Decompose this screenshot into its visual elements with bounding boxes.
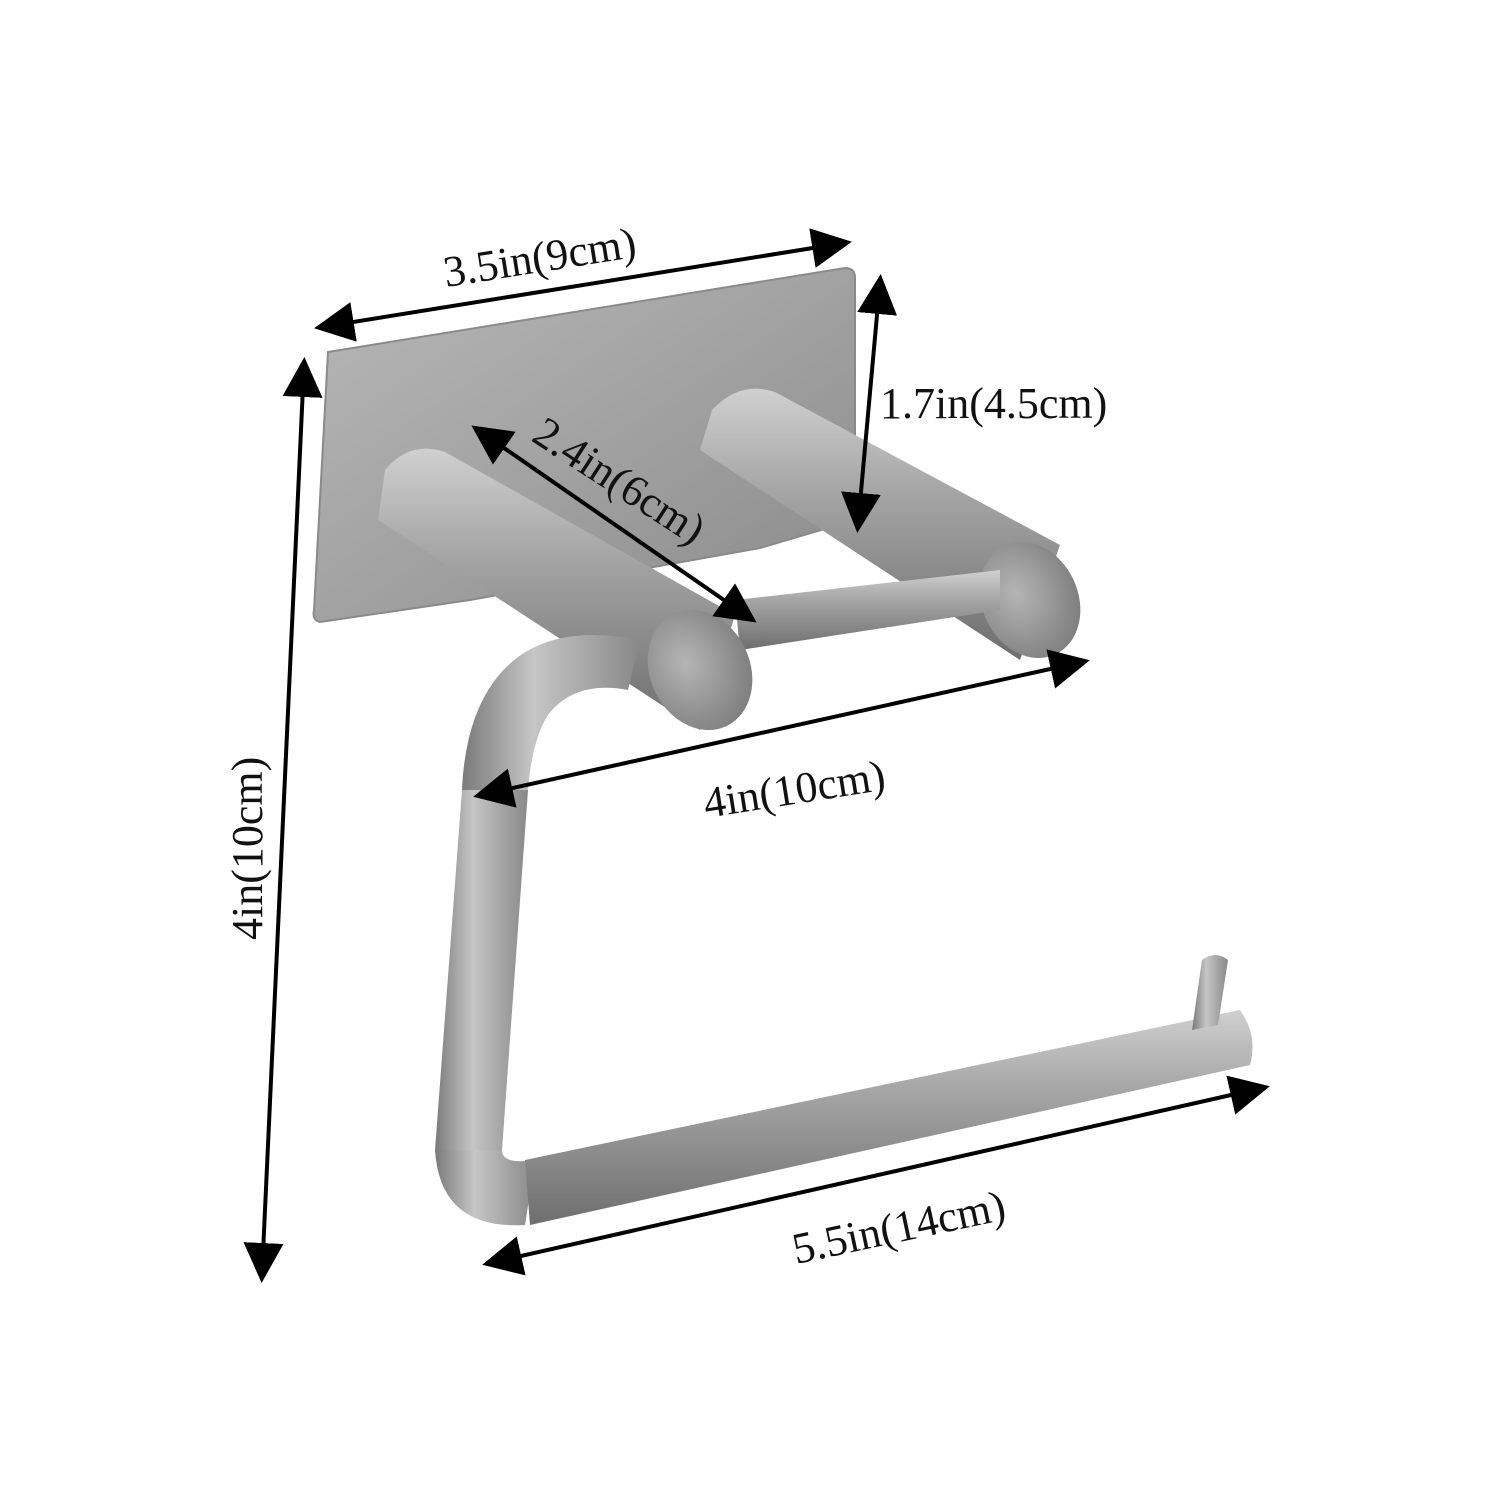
plate-width-arrow <box>314 228 852 342</box>
end-pin <box>1192 955 1228 1030</box>
plate-height-arrow <box>840 274 898 533</box>
plate-height-label: 1.7in(4.5cm) <box>880 379 1107 428</box>
bar-length-arrow <box>482 1075 1270 1276</box>
roll-bar <box>525 1010 1253 1225</box>
back-arm-cap <box>979 541 1081 659</box>
depth-label: 4in(10cm) <box>700 751 889 828</box>
total-height-arrow <box>243 357 323 1283</box>
bar-length-label: 5.5in(14cm) <box>788 1181 1010 1274</box>
total-height-label: 4in(10cm) <box>223 757 272 940</box>
arm-length-arrow <box>471 425 757 623</box>
cross-bar <box>735 570 1000 650</box>
dimension-arrows <box>243 228 1270 1283</box>
depth-arrow <box>473 649 1090 808</box>
bottom-bend <box>435 1150 535 1226</box>
plate-width-label: 3.5in(9cm) <box>440 218 640 297</box>
holder-illustration <box>312 266 1253 1226</box>
vertical-bar <box>435 790 528 1150</box>
